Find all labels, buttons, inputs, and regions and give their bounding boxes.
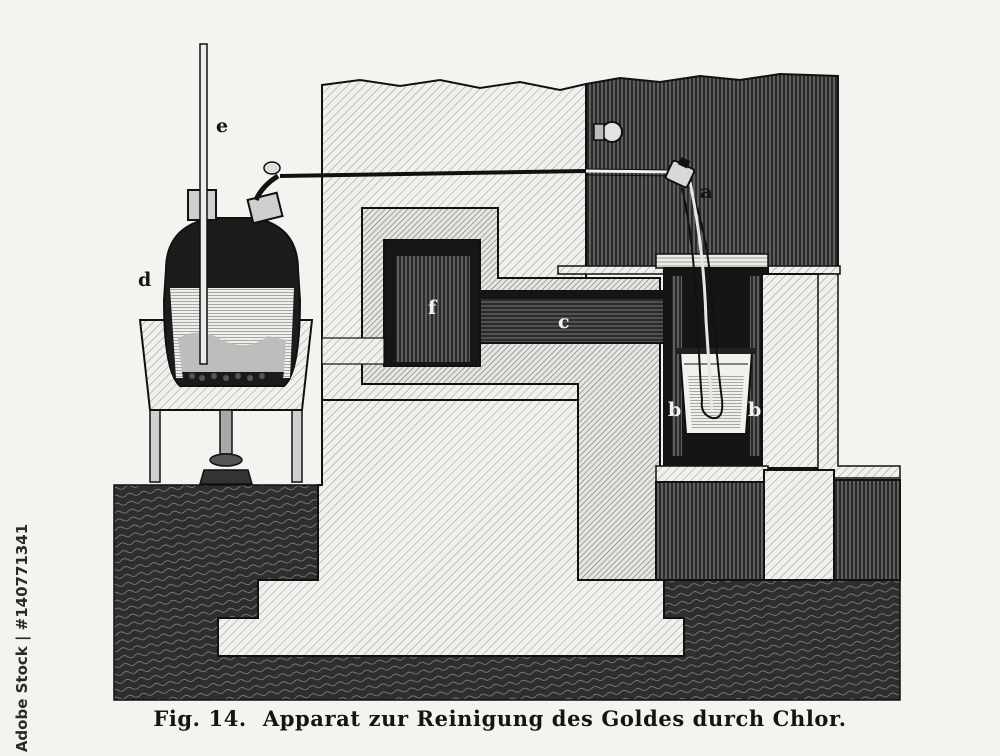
delivery-pipe	[279, 168, 724, 420]
label-e: e	[216, 115, 228, 137]
watermark-text: Adobe Stock | #140771341	[13, 523, 31, 753]
label-b-right: b	[748, 399, 761, 421]
stock-watermark: Adobe Stock | #140771341	[8, 524, 36, 752]
generator-flask-d	[162, 161, 302, 387]
label-a: a	[700, 181, 712, 203]
lower-blocks	[655, 465, 901, 581]
rod-e	[199, 43, 208, 365]
label-f: f	[428, 297, 438, 319]
coupling-a	[664, 156, 696, 189]
label-d: d	[138, 269, 151, 291]
label-b-left: b	[668, 399, 681, 421]
right-pillar	[761, 273, 901, 479]
crucible-b	[676, 348, 756, 435]
caption-text: Apparat zur Reinigung des Goldes durch C…	[262, 706, 847, 731]
caption-number: Fig. 14.	[153, 706, 247, 731]
side-ducts	[321, 337, 385, 365]
firebox-f	[383, 239, 481, 367]
figure-caption: Fig. 14. Apparat zur Reinigung des Goldes…	[0, 706, 1000, 731]
flue-channel-c	[479, 290, 667, 344]
label-c: c	[558, 311, 570, 333]
labels: e d f c a b b	[138, 115, 761, 421]
wall-knob	[593, 121, 623, 143]
